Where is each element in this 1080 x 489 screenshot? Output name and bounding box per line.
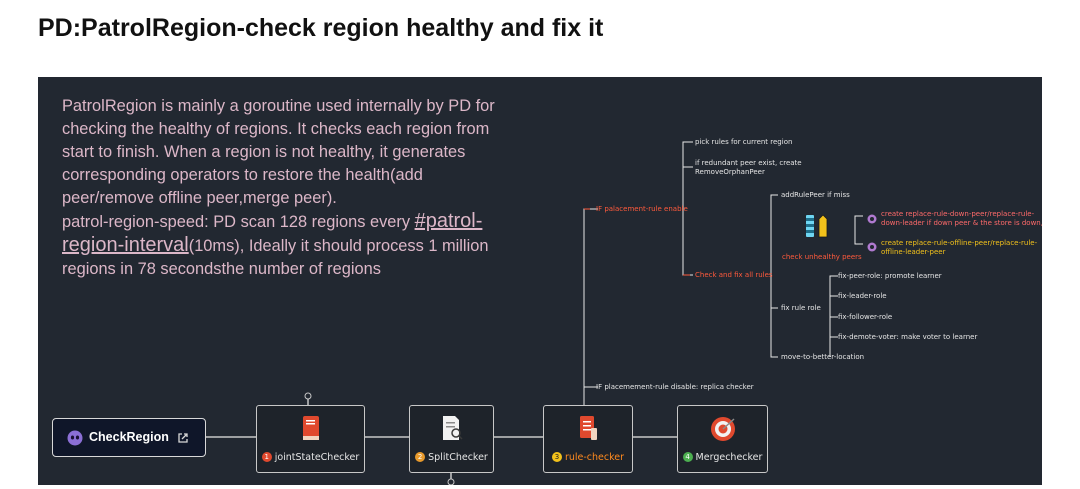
mm-fix-rule-role: fix rule role	[781, 304, 821, 312]
mm-placement-enable: IF palacement-rule enable	[596, 205, 688, 213]
slide-title: PD:PatrolRegion-check region healthy and…	[38, 14, 604, 42]
pencil-ruler-icon	[802, 214, 832, 246]
mm-fix-leader-role: fix-leader-role	[838, 292, 887, 300]
mm-create-down-peer: create replace-rule-down-peer/replace-ru…	[881, 210, 1035, 218]
mindmap-connectors	[206, 141, 863, 485]
mm-fix-follower-role: fix-follower-role	[838, 313, 893, 321]
bullet-list: ● PatrolRegion is mainly a goroutine use…	[38, 95, 518, 281]
mm-placement-disable: IF placemement-rule disable: replica che…	[596, 383, 754, 391]
joint-state-checker-label: jointStateChecker	[274, 452, 360, 463]
step-number-badge: 1	[261, 452, 272, 462]
check-region-label: CheckRegion	[89, 430, 169, 444]
mm-redundant-peer: if redundant peer exist, create	[695, 159, 802, 167]
mm-create-offline-peer: create replace-rule-offline-peer/replace…	[881, 239, 1038, 247]
external-link-icon[interactable]	[177, 431, 189, 449]
bullet-text: PatrolRegion is mainly a goroutine used …	[62, 97, 495, 207]
mm-move-better: move-to-better-location	[781, 353, 865, 361]
mm-create-offline-peer-2: offline-leader-peer	[881, 248, 946, 256]
step-number-badge: 4	[682, 452, 693, 462]
mm-add-rule-peer: addRulePeer if miss	[781, 191, 850, 199]
mm-create-down-peer-2: down-leader if down peer & the store is …	[881, 219, 1042, 227]
mm-redundant-peer-2: RemoveOrphanPeer	[695, 168, 765, 176]
bullet-text: patrol-region-speed: PD scan 128 regions…	[62, 213, 415, 231]
red-document-icon	[577, 416, 599, 447]
mm-fix-demote-voter: fix-demote-voter: make voter to learner	[838, 333, 978, 341]
bullet-item: ● patrol-region-speed: PD scan 128 regio…	[38, 210, 518, 281]
patrol-region-interval-link[interactable]: #patrol-region-interval	[62, 210, 483, 256]
mm-fix-peer-role: fix-peer-role: promote learner	[838, 272, 942, 280]
split-checker-label: SplitChecker	[428, 452, 488, 463]
check-region-node[interactable]: CheckRegion	[52, 418, 206, 457]
connector-icon	[867, 211, 877, 229]
red-book-icon	[301, 416, 321, 447]
target-icon	[710, 416, 736, 447]
step-number-badge: 2	[415, 452, 426, 462]
mm-check-unhealthy: check unhealthy peers	[782, 253, 862, 261]
mm-pick-rules: pick rules for current region	[695, 138, 793, 146]
bullet-item: ● PatrolRegion is mainly a goroutine use…	[38, 95, 518, 210]
mm-check-fix-all: Check and fix all rules	[695, 271, 773, 279]
document-search-icon	[441, 416, 463, 447]
merge-checker-label: Mergechecker	[695, 452, 763, 463]
connector-icon	[867, 239, 877, 257]
diagram-canvas: ● PatrolRegion is mainly a goroutine use…	[38, 77, 1042, 485]
rule-checker-label: rule-checker	[564, 452, 625, 463]
ghost-icon	[67, 430, 83, 451]
bullet-text: (10ms), Ideally it should process 1 mill…	[62, 237, 489, 278]
step-number-badge: 3	[551, 452, 562, 462]
